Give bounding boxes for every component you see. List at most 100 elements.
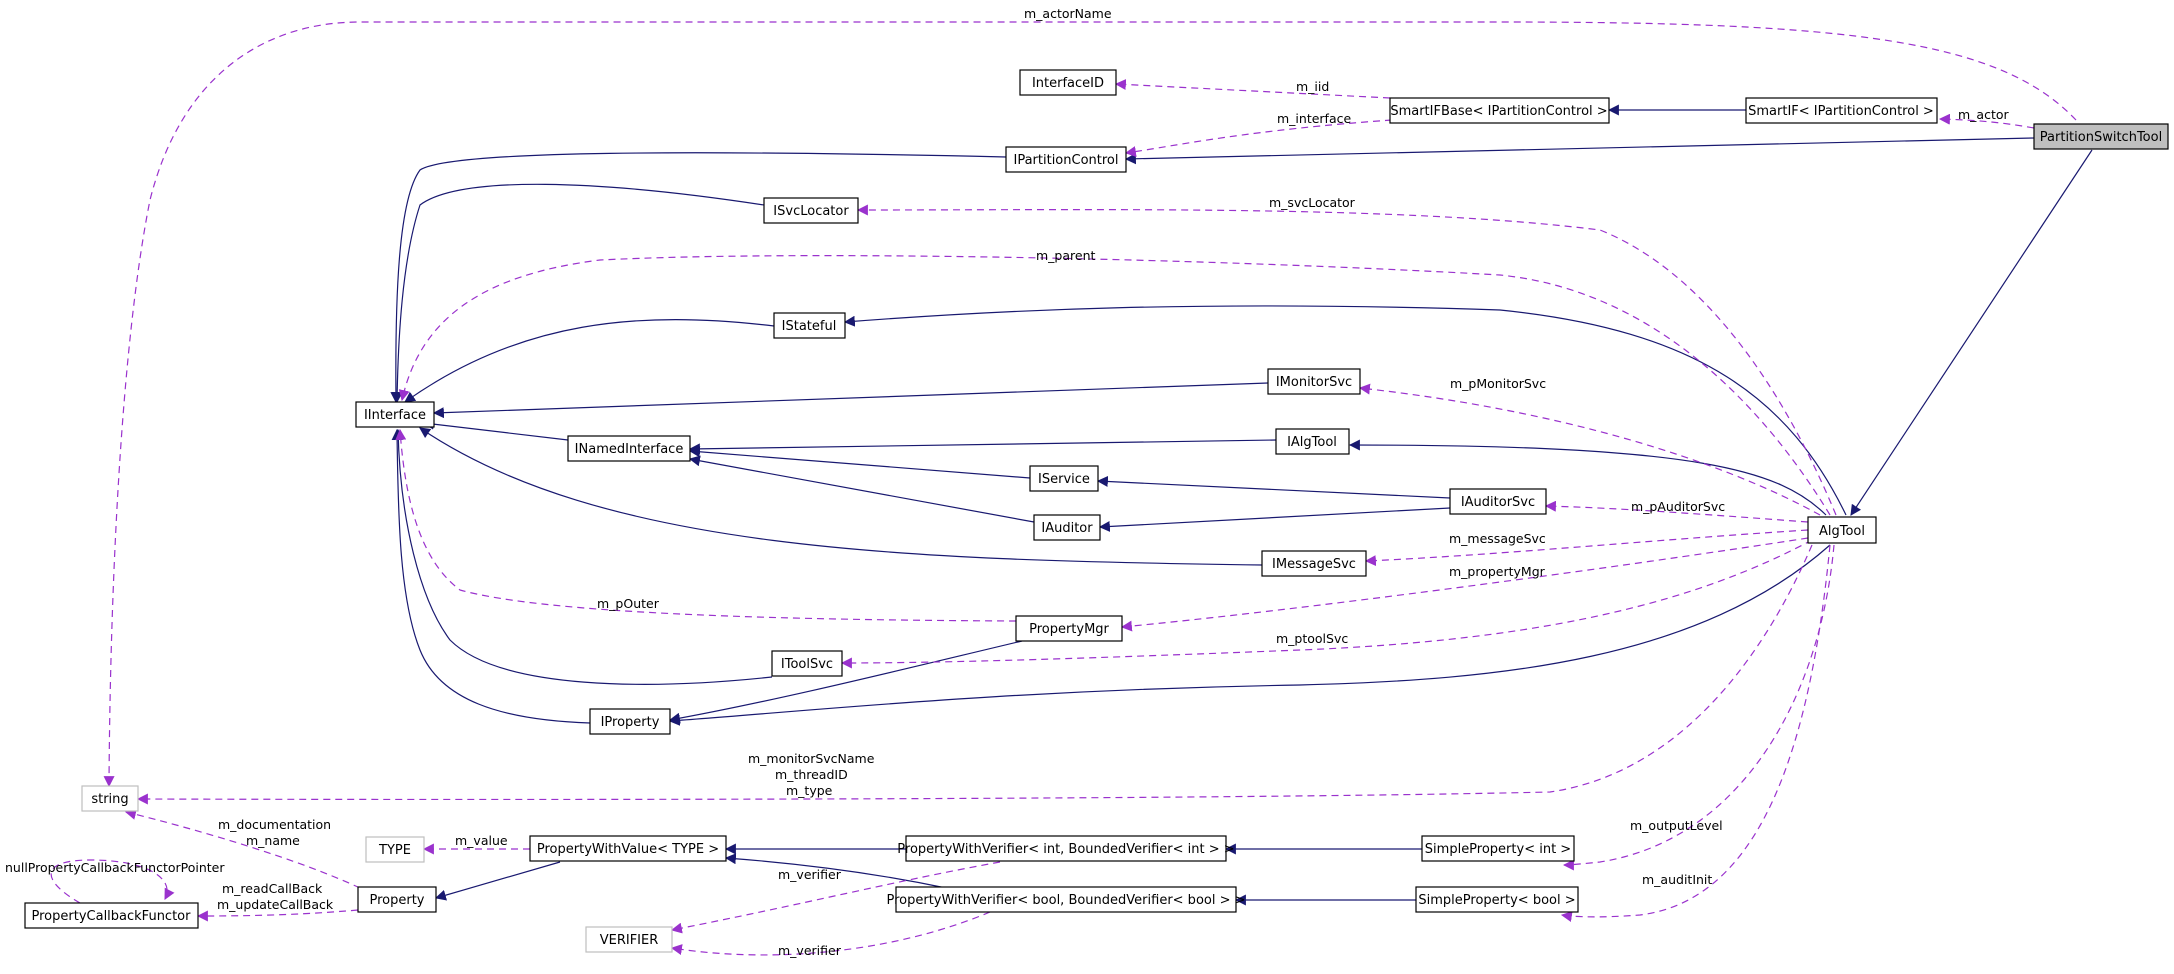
label-m-pouter: m_pOuter xyxy=(597,596,660,611)
node-label: PropertyMgr xyxy=(1029,622,1109,637)
node-label: Property xyxy=(369,893,424,908)
node-isvclocator[interactable]: ISvcLocator xyxy=(763,197,859,224)
edge-propertywithverifier-bool-to-propertywithvalue xyxy=(724,853,947,889)
node-label: IAuditorSvc xyxy=(1461,495,1535,510)
node-smartifbase[interactable]: SmartIFBase< IPartitionControl > xyxy=(1389,97,1610,124)
node-ipartitioncontrol[interactable]: IPartitionControl xyxy=(1005,146,1127,173)
edge-m-verifier-1 xyxy=(670,861,1001,934)
edge-m-pmonitorsvc xyxy=(1358,383,1821,516)
node-partitionswitchtool[interactable]: PartitionSwitchTool xyxy=(2033,123,2169,150)
label-m-pmonitorsvc: m_pMonitorSvc xyxy=(1450,376,1546,391)
node-propertymgr[interactable]: PropertyMgr xyxy=(1015,615,1123,642)
node-label: PropertyWithVerifier< bool, BoundedVerif… xyxy=(886,893,1245,908)
label-m-ptoolsvc: m_ptoolSvc xyxy=(1276,631,1348,646)
label-nullpropertycallbackfunctorpointer: nullPropertyCallbackFunctorPointer xyxy=(5,860,225,875)
label-m-auditinit: m_auditInit xyxy=(1642,872,1712,887)
node-iservice[interactable]: IService xyxy=(1029,465,1099,492)
node-iproperty[interactable]: IProperty xyxy=(589,708,671,735)
node-label: IMessageSvc xyxy=(1272,557,1356,572)
edge-propertywithvalue-to-property xyxy=(434,861,561,901)
edge-m-interface xyxy=(1124,119,1393,157)
node-propertywithverifier-int[interactable]: PropertyWithVerifier< int, BoundedVerifi… xyxy=(897,835,1235,862)
node-label: IToolSvc xyxy=(781,657,833,672)
edge-iauditorsvc-to-iauditor xyxy=(1098,507,1451,532)
label-m-updatecallback: m_updateCallBack xyxy=(217,897,334,912)
edge-propertymgr-to-iproperty xyxy=(668,640,1023,724)
node-verifier[interactable]: VERIFIER xyxy=(585,926,673,953)
edge-algtool-to-iproperty xyxy=(668,544,1831,726)
label-m-pauditorsvc: m_pAuditorSvc xyxy=(1631,499,1725,514)
edge-m-messagesvc xyxy=(1364,529,1809,567)
node-propertycallbackfunctor[interactable]: PropertyCallbackFunctor xyxy=(24,902,199,929)
label-m-propertymgr: m_propertyMgr xyxy=(1449,564,1546,579)
node-label: AlgTool xyxy=(1819,524,1865,539)
edge-nullpropertycallbackfunctorpointer xyxy=(50,859,175,904)
edge-m-ptoolsvc xyxy=(840,539,1813,669)
node-type[interactable]: TYPE xyxy=(365,836,425,863)
node-label: PropertyWithVerifier< int, BoundedVerifi… xyxy=(897,842,1234,857)
node-label: string xyxy=(91,792,128,807)
node-label: VERIFIER xyxy=(600,933,659,948)
edge-m-outputlevel xyxy=(1562,544,1835,871)
label-m-parent: m_parent xyxy=(1036,248,1095,263)
edge-m-monitorsvcname xyxy=(136,544,1813,805)
node-label: IProperty xyxy=(601,715,660,730)
edge-m-documentation xyxy=(124,808,361,889)
node-simpleproperty-bool[interactable]: SimpleProperty< bool > xyxy=(1415,886,1579,913)
node-label: ISvcLocator xyxy=(773,204,849,219)
label-m-verifier-2: m_verifier xyxy=(778,943,842,958)
edge-isvclocator-to-iinterface xyxy=(391,183,765,404)
node-iauditor[interactable]: IAuditor xyxy=(1033,514,1101,541)
edge-m-auditinit xyxy=(1560,544,1831,922)
edge-iservice-to-inamedinterface xyxy=(688,446,1031,479)
edge-labels: m_actorName m_iid m_interface m_actor m_… xyxy=(5,6,2010,958)
node-label: InterfaceID xyxy=(1032,76,1104,91)
label-m-monitorsvcname: m_monitorSvcName xyxy=(748,751,875,766)
edge-partitionswitchtool-to-algtool xyxy=(1850,149,2093,516)
edge-m-pauditorsvc xyxy=(1544,500,1809,523)
label-m-documentation: m_documentation xyxy=(218,817,331,832)
node-ialgtool[interactable]: IAlgTool xyxy=(1275,428,1350,455)
node-propertywithverifier-bool[interactable]: PropertyWithVerifier< bool, BoundedVerif… xyxy=(886,886,1246,913)
label-m-type: m_type xyxy=(786,783,833,798)
node-label: IAuditor xyxy=(1041,521,1093,536)
node-label: IInterface xyxy=(364,408,426,423)
node-string[interactable]: string xyxy=(81,785,139,812)
node-label: SmartIFBase< IPartitionControl > xyxy=(1390,104,1607,119)
label-m-svclocator: m_svcLocator xyxy=(1269,195,1356,210)
node-property[interactable]: Property xyxy=(357,886,437,913)
node-inamedinterface[interactable]: INamedInterface xyxy=(567,435,691,462)
edge-m-propertymgr xyxy=(1120,537,1809,632)
node-simpleproperty-int[interactable]: SimpleProperty< int > xyxy=(1421,835,1575,862)
edge-itoolsvc-to-iinterface xyxy=(392,428,773,685)
edge-inamedinterface-to-iinterface xyxy=(422,418,569,441)
edge-imonitorsvc-to-iinterface xyxy=(432,382,1269,419)
edge-iproperty-to-iinterface xyxy=(391,428,591,724)
node-label: INamedInterface xyxy=(575,442,684,457)
edge-m-actorname xyxy=(103,21,2077,788)
node-smartif[interactable]: SmartIF< IPartitionControl > xyxy=(1745,97,1938,124)
node-imonitorsvc[interactable]: IMonitorSvc xyxy=(1267,368,1361,395)
node-label: SimpleProperty< bool > xyxy=(1418,893,1575,908)
node-iauditorsvc[interactable]: IAuditorSvc xyxy=(1449,488,1547,515)
node-interfaceid[interactable]: InterfaceID xyxy=(1019,69,1117,96)
node-propertywithvalue[interactable]: PropertyWithValue< TYPE > xyxy=(529,835,727,862)
node-label: IPartitionControl xyxy=(1013,153,1118,168)
edge-partitionswitchtool-to-ipartitioncontrol xyxy=(1124,137,2035,165)
node-algtool[interactable]: AlgTool xyxy=(1807,516,1877,544)
node-label: SmartIF< IPartitionControl > xyxy=(1748,104,1934,119)
node-istateful[interactable]: IStateful xyxy=(773,312,846,339)
label-m-outputlevel: m_outputLevel xyxy=(1630,818,1723,833)
node-label: IStateful xyxy=(782,319,837,334)
label-m-actorname: m_actorName xyxy=(1024,6,1112,21)
edge-m-pouter xyxy=(395,428,1017,622)
label-m-readcallback: m_readCallBack xyxy=(222,881,323,896)
node-imessagesvc[interactable]: IMessageSvc xyxy=(1261,550,1367,577)
nodes: PartitionSwitchTool SmartIF< IPartitionC… xyxy=(24,69,2169,953)
node-label: SimpleProperty< int > xyxy=(1425,842,1571,857)
node-iinterface[interactable]: IInterface xyxy=(355,401,435,428)
edge-m-verifier-2 xyxy=(670,911,991,956)
node-itoolsvc[interactable]: IToolSvc xyxy=(771,650,843,677)
label-m-actor: m_actor xyxy=(1958,107,2010,122)
